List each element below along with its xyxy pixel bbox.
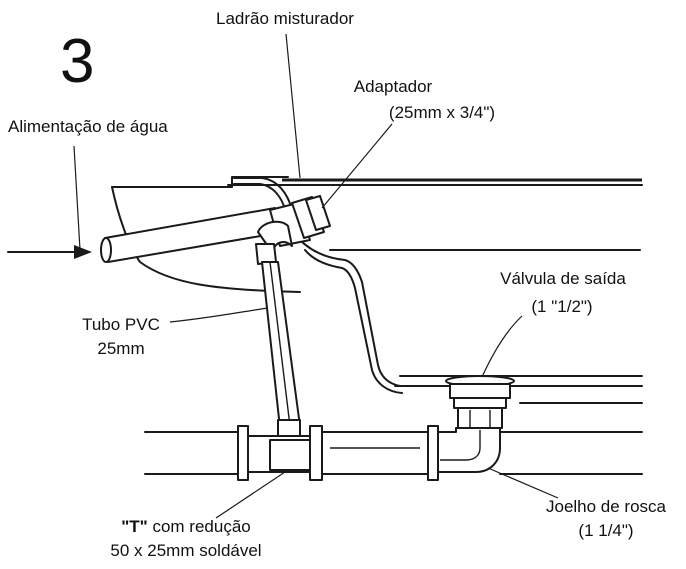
- leader-tee: [215, 469, 289, 519]
- supply-arrow: [7, 245, 92, 259]
- leader-alimentacao: [73, 145, 81, 251]
- label-tubo-2: 25mm: [97, 339, 144, 358]
- label-tee-rest: com redução: [148, 517, 251, 536]
- tub-side-wall-inner: [304, 249, 403, 394]
- tub-shell-left: [111, 186, 301, 293]
- valve-ring: [449, 383, 511, 399]
- label-adaptador-2: (25mm x 3/4"): [389, 103, 495, 122]
- label-valvula-2: (1 "1/2"): [531, 297, 592, 316]
- threaded-elbow-inner: [440, 430, 481, 461]
- label-tubo-1: Tubo PVC: [82, 315, 160, 334]
- supply-arrow-head: [74, 245, 92, 259]
- tee-center: [269, 439, 311, 471]
- step-number: 3: [60, 27, 94, 96]
- drain-flange-right: [427, 425, 439, 481]
- valve-body: [457, 407, 503, 429]
- adapter-cap: [305, 195, 331, 231]
- leader-joelho: [487, 467, 559, 499]
- label-valvula-1: Válvula de saída: [500, 269, 626, 288]
- label-joelho-1: Joelho de rosca: [546, 497, 667, 516]
- drain-flange-left: [237, 425, 249, 481]
- label-alimentacao: Alimentação de água: [8, 117, 168, 136]
- outlet-valve: [445, 375, 515, 429]
- drain-pipe-section: [321, 431, 429, 475]
- label-tee-2: 50 x 25mm soldável: [110, 541, 261, 560]
- label-adaptador-1: Adaptador: [354, 77, 433, 96]
- leader-adaptador: [321, 123, 393, 209]
- label-joelho-2: (1 1/4"): [578, 521, 633, 540]
- bathtub: [111, 176, 643, 404]
- leader-tubo: [169, 307, 269, 323]
- pvc-vertical-tube: [255, 243, 301, 443]
- drain-pipe: [144, 425, 643, 481]
- adapter-fitting: [269, 195, 331, 247]
- supply-pipe-end: [100, 237, 112, 263]
- label-tee-1: "T" com redução: [121, 517, 251, 536]
- leader-ladrao: [285, 33, 301, 179]
- label-ladrao: Ladrão misturador: [216, 9, 354, 28]
- threaded-elbow: [437, 427, 501, 473]
- tub-side-wall: [299, 239, 401, 387]
- valve-ring-2: [453, 397, 507, 409]
- pvc-tube-center: [269, 261, 291, 427]
- pvc-tube-body: [261, 261, 301, 429]
- leader-valvula: [481, 315, 523, 378]
- tee-flange-right: [309, 425, 323, 481]
- label-tee-bold: "T": [121, 517, 148, 536]
